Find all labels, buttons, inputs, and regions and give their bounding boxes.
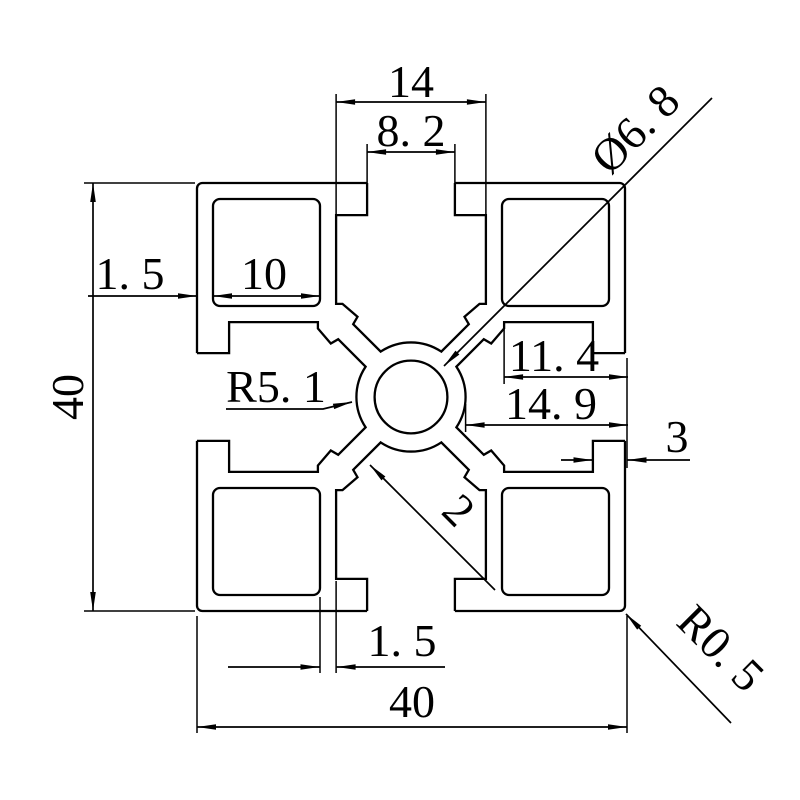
corner-cavity-bottom-right	[500, 486, 611, 597]
dim-label-corner-cavity-width: 10	[241, 248, 287, 299]
dim-label-outer-wall-thickness: 1. 5	[96, 248, 165, 299]
dim-label-slot-depth: 11. 4	[509, 330, 599, 381]
tslot-top	[334, 183, 488, 354]
corner-cavity-top-right	[500, 197, 611, 308]
dim-label-slot-inner-width: 14	[388, 56, 434, 107]
dim-label-center-hole-diameter: Ø6. 8	[581, 75, 689, 183]
dim-label-profile-height: 40	[42, 374, 93, 420]
tslot-left	[197, 320, 368, 474]
dim-label-center-boss-radius: R5. 1	[226, 361, 326, 412]
center-hole	[373, 359, 449, 435]
dim-label-slot-lip-depth: 3	[666, 411, 689, 462]
corner-cavity-top-left	[211, 197, 322, 308]
leader-hole-diameter	[443, 97, 713, 367]
tslot-right	[454, 320, 625, 474]
dimension-lines	[88, 97, 732, 730]
outer-corner-top-left	[195, 181, 368, 354]
dim-label-face-to-boss-depth: 14. 9	[505, 378, 597, 429]
tslot-bottom	[334, 440, 488, 611]
outer-corner-bottom-left	[195, 440, 368, 613]
dimension-labels: 14 8. 2 Ø6. 8 1. 5 10 40 R5. 1 11. 4 14.…	[42, 56, 774, 727]
outer-corner-top-right	[454, 181, 627, 354]
dim-label-corner-fillet-radius: R0. 5	[668, 595, 775, 702]
leader-corner-fillet	[625, 613, 732, 724]
leader-boss-radius	[226, 401, 353, 410]
dim-label-profile-width: 40	[389, 676, 435, 727]
leader-web-thickness	[369, 464, 496, 591]
outer-corner-bottom-right	[454, 440, 627, 613]
dim-label-slot-opening-width: 8. 2	[377, 105, 446, 156]
dim-label-slot-wall-thickness: 1. 5	[368, 615, 437, 666]
corner-cavity-bottom-left	[211, 486, 322, 597]
profile-geometry	[195, 181, 627, 613]
dim-label-web-thickness: 2	[433, 484, 485, 536]
